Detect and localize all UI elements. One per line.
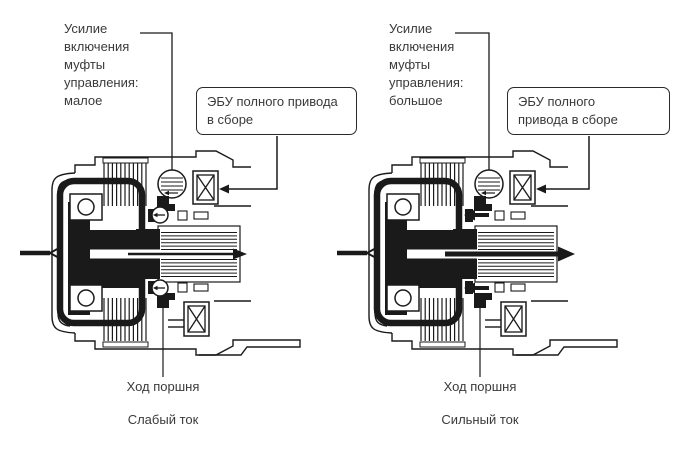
piston-stroke-label-left: Ход поршня	[126, 379, 200, 394]
piston-stroke-label-right: Ход поршня	[443, 379, 517, 394]
engagement-force-label-weak: Усилие включения муфты управления: малое	[64, 20, 139, 110]
ecu-callout-box-right: ЭБУ полного привода в сборе	[507, 87, 670, 135]
current-label-strong: Сильный ток	[441, 412, 519, 427]
input-arrow	[337, 246, 379, 260]
ecu-label-line: в сборе	[207, 112, 254, 127]
bearing-top	[386, 193, 420, 221]
solenoid-leads	[485, 319, 501, 328]
output-arrow	[128, 248, 247, 260]
piston-stroke-markers	[464, 209, 489, 294]
pilot-clutch-circle	[474, 169, 504, 199]
coupling-diagram-weak-current	[20, 150, 301, 377]
piston-stroke-markers	[151, 206, 169, 297]
pilot-clutch-circle	[157, 169, 187, 199]
housing-details	[177, 210, 209, 293]
label-line: управления:	[64, 75, 139, 90]
label-line: включения	[64, 39, 130, 54]
label-line: включения	[389, 39, 455, 54]
ecu-label-line: ЭБУ полного привода	[207, 94, 338, 109]
bearing-bottom	[386, 284, 420, 312]
bearing-top	[69, 193, 103, 221]
solenoid-top	[509, 170, 536, 205]
solenoid-bottom	[500, 301, 527, 337]
label-line: управления:	[389, 75, 464, 90]
ecu-label-line: ЭБУ полного	[518, 94, 596, 109]
label-line: Усилие	[64, 21, 108, 36]
clutch-packs	[419, 157, 466, 348]
solenoid-bottom	[183, 301, 210, 337]
solenoid-leads	[168, 319, 184, 328]
label-line: муфты	[389, 57, 431, 72]
label-line: Усилие	[389, 21, 433, 36]
current-label-weak: Слабый ток	[127, 412, 199, 427]
label-line: муфты	[64, 57, 106, 72]
housing-details	[494, 210, 526, 293]
input-arrow	[20, 246, 62, 260]
bearing-bottom	[69, 284, 103, 312]
engagement-force-label-strong: Усилие включения муфты управления: больш…	[389, 20, 464, 110]
callout-lines-strong-current	[455, 32, 590, 194]
label-line: малое	[64, 93, 103, 108]
ecu-callout-box-left: ЭБУ полного привода в сборе	[196, 87, 357, 135]
output-arrow	[445, 246, 575, 262]
solenoid-top	[192, 170, 219, 205]
coupling-diagram-strong-current	[337, 150, 618, 377]
ecu-label-line: привода в сборе	[518, 112, 618, 127]
label-line: большое	[389, 93, 443, 108]
callout-lines-weak-current	[140, 32, 278, 194]
